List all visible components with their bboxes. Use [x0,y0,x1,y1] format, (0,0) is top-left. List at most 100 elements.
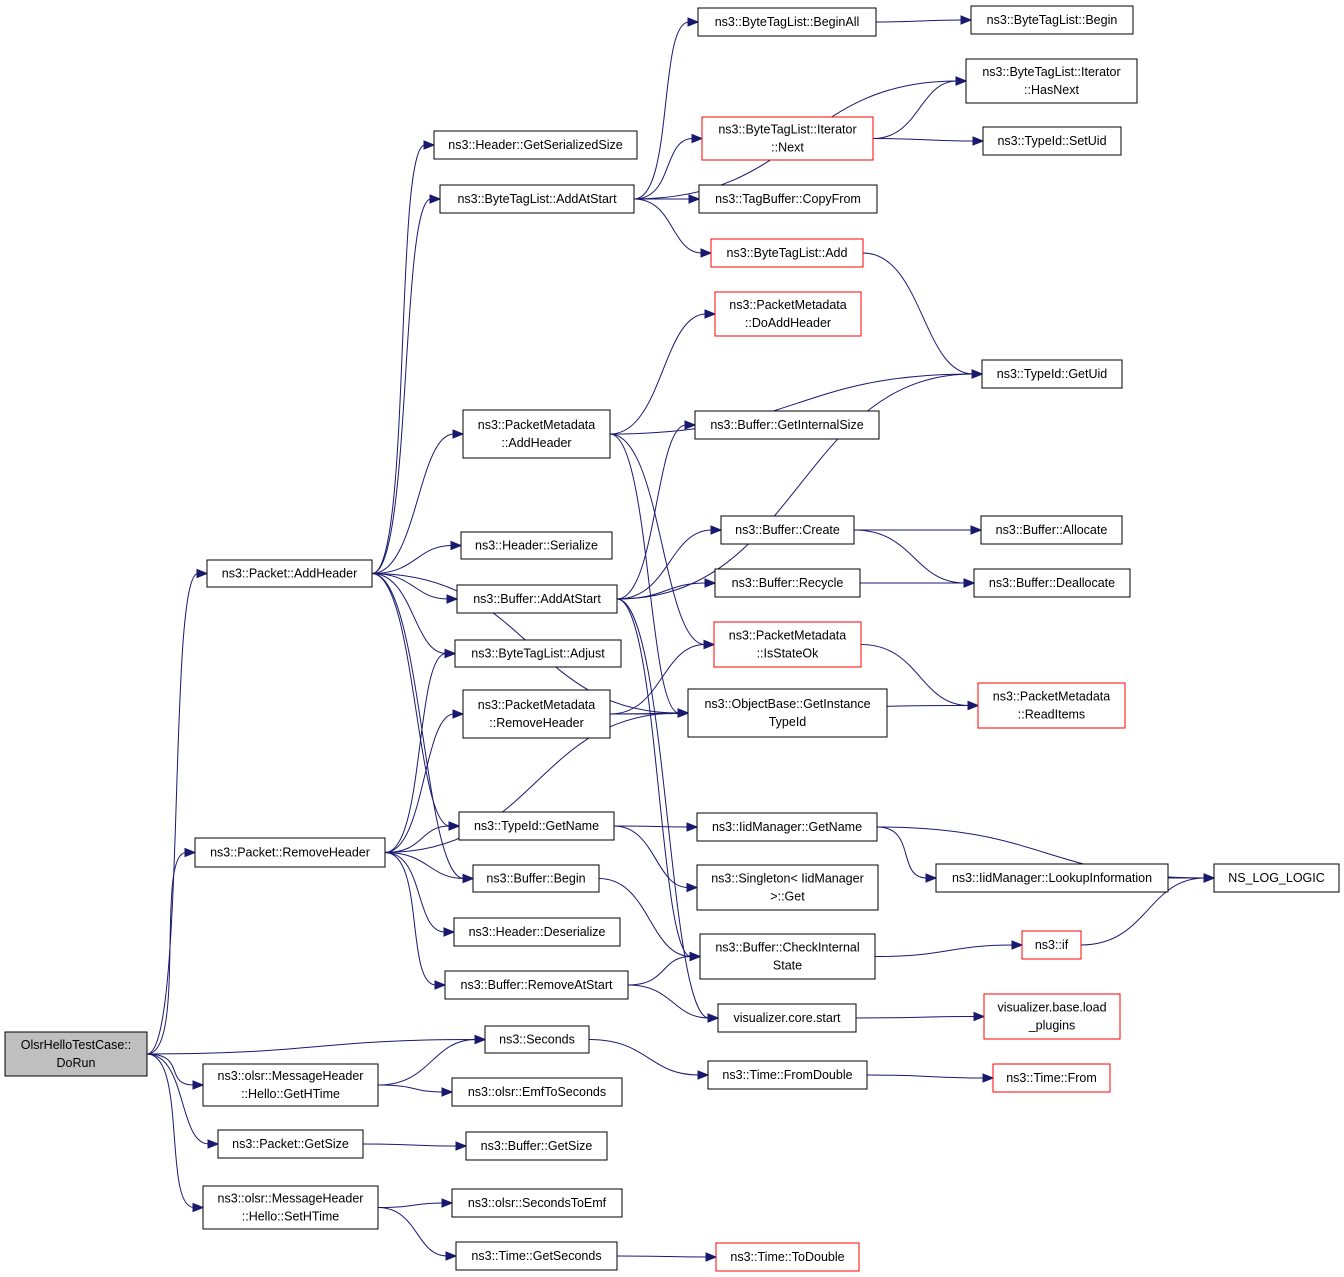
edge-gethtime-to-seconds [377,1034,487,1086]
edge-btl-iter-next-to-typeid-setuid [872,136,985,146]
node-buf-addatstart[interactable]: ns3::Buffer::AddAtStart [456,584,618,614]
edge-gethtime-to-emftoseconds [377,1084,454,1097]
node-btl-add[interactable]: ns3::ByteTagList::Add [710,238,864,268]
arrowhead [455,1141,468,1151]
edge-line [384,825,451,853]
node-label: ns3::Buffer::Allocate [996,523,1108,537]
node-label: ns3::Header::Deserialize [469,925,606,939]
arrowhead [963,578,976,588]
edge-viz-core-start-to-viz-base-load-plugins [855,1011,986,1022]
node-buf-begin[interactable]: ns3::Buffer::Begin [472,864,600,893]
node-btl-begin[interactable]: ns3::ByteTagList::Begin [970,5,1134,35]
arrowhead [686,822,699,832]
arrowhead [184,847,197,858]
node-gethtime[interactable]: ns3::olsr::MessageHeader::Hello::GetHTim… [202,1063,379,1107]
node-buf-allocate[interactable]: ns3::Buffer::Allocate [980,515,1123,545]
node-label: ns3::if [1035,938,1069,952]
node-buf-create[interactable]: ns3::Buffer::Create [720,515,855,545]
arrowhead [450,540,463,551]
node-pkt-getsize[interactable]: ns3::Packet::GetSize [217,1129,364,1159]
node-ns-log-logic[interactable]: NS_LOG_LOGIC [1213,863,1340,893]
node-hdr-serialize[interactable]: ns3::Header::Serialize [460,531,613,560]
node-iidmgr-getname[interactable]: ns3::IidManager::GetName [696,812,878,842]
edge-btl-addatstart-to-tagbuf-copyfrom [634,194,701,204]
node-btl-addatstart[interactable]: ns3::ByteTagList::AddAtStart [439,184,635,214]
node-label: ns3::IidManager::GetName [712,820,862,834]
edge-line [384,852,446,933]
arrowhead [448,821,461,831]
edge-buf-create-to-buf-allocate [853,525,983,535]
node-pm-doaddheader[interactable]: ns3::PacketMetadata::DoAddHeader [714,291,862,337]
edge-line [146,852,187,1055]
node-singleton-get[interactable]: ns3::Singleton< IidManager>::Get [696,864,879,911]
node-tagbuf-copyfrom[interactable]: ns3::TagBuffer::CopyFrom [698,184,878,214]
node-secondstoemf[interactable]: ns3::olsr::SecondsToEmf [451,1188,623,1218]
node-typeid-getname[interactable]: ns3::TypeId::GetName [458,811,615,841]
node-box [713,621,862,668]
node-box [451,1077,623,1107]
node-typeid-setuid[interactable]: ns3::TypeId::SetUid [982,126,1122,156]
node-label: DoRun [57,1056,96,1070]
node-root[interactable]: OlsrHelloTestCase::DoRun [4,1031,148,1077]
node-pkt-removeheader[interactable]: ns3::Packet::RemoveHeader [194,837,386,868]
node-seconds[interactable]: ns3::Seconds [484,1025,590,1054]
node-btl-iter-hasnext[interactable]: ns3::ByteTagList::Iterator::HasNext [965,58,1138,104]
node-time-from[interactable]: ns3::Time::From [992,1063,1111,1093]
node-pkt-addheader[interactable]: ns3::Packet::AddHeader [206,559,373,588]
node-pm-isstateok[interactable]: ns3::PacketMetadata::IsStateOk [713,621,862,668]
edge-buf-create-to-buf-deallocate [853,529,976,588]
node-viz-core-start[interactable]: visualizer.core.start [717,1003,857,1033]
node-buf-removeatstart[interactable]: ns3::Buffer::RemoveAtStart [444,970,629,1000]
edge-buf-addatstart-to-typeid-getuid [616,369,984,600]
node-label: ns3::Buffer::Deallocate [989,576,1115,590]
node-box [710,238,864,268]
node-time-fromdouble[interactable]: ns3::Time::FromDouble [707,1060,868,1090]
edge-sethtime-to-time-getseconds [377,1207,458,1261]
node-time-todouble[interactable]: ns3::Time::ToDouble [715,1242,860,1272]
arrowhead [707,1013,720,1023]
node-ns3-if[interactable]: ns3::if [1021,930,1082,960]
arrowhead [710,525,723,535]
edge-root-to-sethtime [146,1053,205,1213]
node-label: ns3::PacketMetadata [729,298,846,312]
edge-line [633,198,703,254]
arrowhead [434,980,447,990]
node-viz-base-load-plugins[interactable]: visualizer.base.load_plugins [983,993,1121,1040]
node-buf-getinternalsize[interactable]: ns3::Buffer::GetInternalSize [694,410,880,440]
node-pm-addheader[interactable]: ns3::PacketMetadata::AddHeader [462,409,611,459]
edge-line [371,545,453,574]
node-hdr-getserializedsize[interactable]: ns3::Header::GetSerializedSize [433,130,638,160]
arrowhead [982,1073,995,1083]
node-label: ::HasNext [1024,83,1079,97]
node-buf-getsize[interactable]: ns3::Buffer::GetSize [465,1131,608,1161]
node-btl-adjust[interactable]: ns3::ByteTagList::Adjust [454,639,622,668]
arrowhead [1011,940,1024,950]
node-sethtime[interactable]: ns3::olsr::MessageHeader::Hello::SetHTim… [202,1185,379,1230]
node-typeid-getuid[interactable]: ns3::TypeId::GetUid [981,359,1123,389]
edge-buf-addatstart-to-buf-getinternalsize [616,420,697,600]
node-emftoseconds[interactable]: ns3::olsr::EmfToSeconds [451,1077,623,1107]
edge-line [377,1207,448,1257]
node-buf-deallocate[interactable]: ns3::Buffer::Deallocate [973,568,1131,598]
node-time-getseconds[interactable]: ns3::Time::GetSeconds [455,1241,618,1271]
edge-line [146,1053,195,1086]
node-btl-beginall[interactable]: ns3::ByteTagList::BeginAll [697,7,877,37]
node-box [451,1188,623,1218]
edge-time-getseconds-to-time-todouble [616,1252,718,1262]
edge-line [146,573,199,1055]
edge-line [616,1255,708,1258]
node-btl-iter-next[interactable]: ns3::ByteTagList::Iterator::Next [701,116,874,161]
node-label: ns3::Header::GetSerializedSize [448,138,622,152]
node-label: visualizer.core.start [734,1011,842,1025]
edge-sethtime-to-secondstoemf [377,1198,454,1208]
edge-line [371,198,432,574]
node-iidmgr-lookupinformation[interactable]: ns3::IidManager::LookupInformation [935,863,1169,893]
node-pm-readitems[interactable]: ns3::PacketMetadata::ReadItems [977,682,1126,729]
node-box [698,184,878,214]
node-pm-removeheader[interactable]: ns3::PacketMetadata::RemoveHeader [462,689,611,739]
node-hdr-deserialize[interactable]: ns3::Header::Deserialize [453,917,621,947]
node-buf-recycle[interactable]: ns3::Buffer::Recycle [714,568,861,598]
